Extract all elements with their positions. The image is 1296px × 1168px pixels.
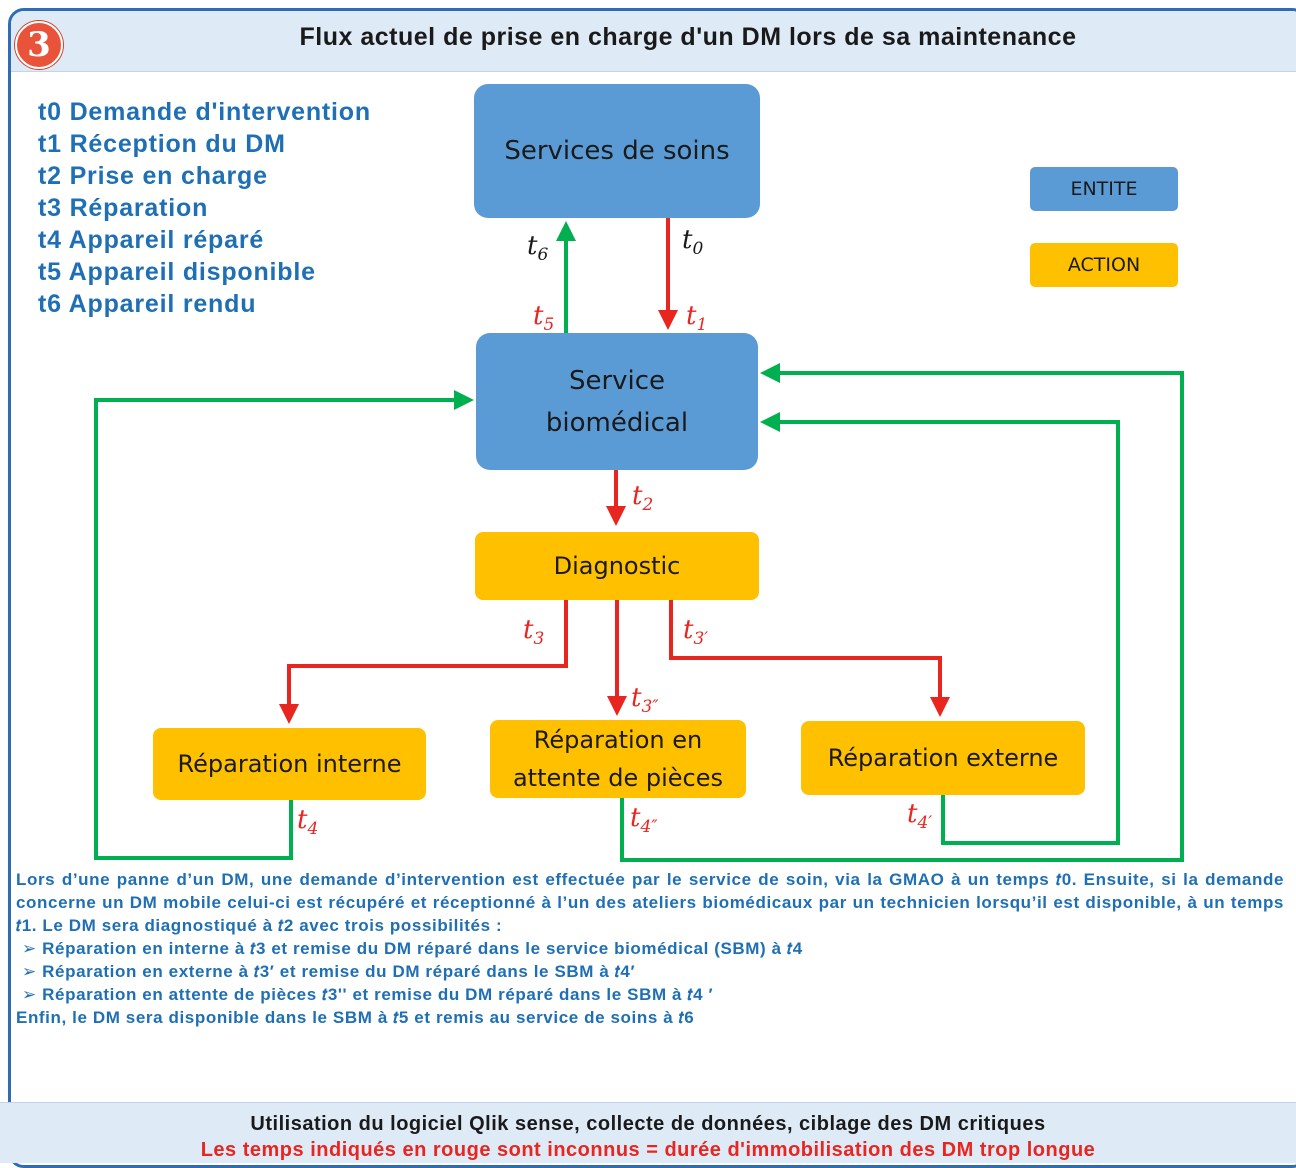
flow-diagram: t6 t0 t5 t1 t2 t3 t3′ t3″ t4 t4″ t4′ [94, 218, 1184, 862]
legend-entite-label: ENTITE [1070, 178, 1138, 200]
edge-t3p-arrow [669, 600, 950, 717]
node-reparation-attente-pieces: Réparation en attente de pièces [490, 720, 746, 798]
edge-label-t2: t2 [632, 481, 653, 515]
edge-label-t0: t0 [682, 225, 703, 259]
time-legend-item: t3 Réparation [38, 194, 209, 222]
description-intro: Lors d’une panne d’un DM, une demande d’… [16, 870, 1284, 935]
time-legend-item: t6 Appareil rendu [38, 290, 257, 318]
node-label-line2: attente de pièces [512, 764, 724, 792]
edge-label-t3-prime: t3′ [683, 615, 708, 649]
edge-t4p-return [760, 412, 1120, 845]
edge-t3-arrow [279, 600, 568, 724]
edge-label-t5: t5 [533, 301, 554, 335]
node-label: Réparation interne [177, 750, 402, 778]
node-label: Services de soins [504, 136, 730, 166]
edge-label-t6: t6 [527, 231, 548, 265]
node-reparation-externe: Réparation externe [801, 721, 1085, 795]
edge-t4-return [94, 390, 474, 860]
legend-action-label: ACTION [1067, 254, 1141, 276]
node-label-line1: Réparation en [533, 726, 703, 754]
description-list-item: Réparation en externe à 𝑡3′ et remise du… [22, 960, 1284, 983]
time-legend-list: t0 Demande d'intervention t1 Réception d… [38, 96, 371, 320]
page-title: Flux actuel de prise en charge d'un DM l… [299, 23, 1077, 51]
node-services-de-soins: Services de soins [474, 84, 760, 218]
legend-entite: ENTITE [1030, 167, 1178, 211]
time-legend-item: t2 Prise en charge [38, 162, 268, 190]
description-list-item: Réparation en interne à 𝑡3 et remise du … [22, 937, 1284, 960]
description-list-item: Réparation en attente de pièces 𝑡3'' et … [22, 983, 1284, 1006]
edge-label-t3-double-prime: t3″ [631, 683, 659, 717]
description-text: Lors d’une panne d’un DM, une demande d’… [16, 868, 1284, 1029]
time-legend-item: t4 Appareil réparé [38, 226, 265, 254]
footer-method-text: Utilisation du logiciel Qlik sense, coll… [250, 1113, 1046, 1135]
description-list: Réparation en interne à 𝑡3 et remise du … [16, 937, 1284, 1006]
node-label-line2: biomédical [545, 407, 689, 438]
edge-label-t3: t3 [523, 615, 544, 649]
edge-label-t4-prime: t4′ [907, 799, 932, 833]
description-conclusion: Enfin, le DM sera disponible dans le SBM… [16, 1008, 695, 1027]
node-reparation-interne: Réparation interne [153, 728, 426, 800]
edge-label-t1: t1 [686, 301, 707, 335]
edge-t4pp-return [620, 363, 1184, 862]
header-bar: 3 Flux actuel de prise en charge d'un DM… [11, 11, 1296, 72]
node-diagnostic: Diagnostic [475, 532, 759, 600]
node-label: Diagnostic [553, 552, 681, 580]
edge-label-t4: t4 [297, 805, 318, 839]
time-legend-item: t1 Réception du DM [38, 130, 286, 158]
node-service-biomedical: Service biomédical [476, 333, 758, 470]
node-label: Réparation externe [827, 744, 1059, 772]
edge-label-t4-double-prime: t4″ [630, 803, 658, 837]
footer-bar: Utilisation du logiciel Qlik sense, coll… [0, 1102, 1296, 1163]
time-legend-item: t0 Demande d'intervention [38, 98, 371, 126]
node-label-line1: Service [568, 365, 666, 396]
step-number-badge: 3 [15, 21, 63, 69]
time-legend-item: t5 Appareil disponible [38, 258, 316, 286]
legend-action: ACTION [1030, 243, 1178, 287]
footer-warning-text: Les temps indiqués en rouge sont inconnu… [200, 1139, 1096, 1161]
